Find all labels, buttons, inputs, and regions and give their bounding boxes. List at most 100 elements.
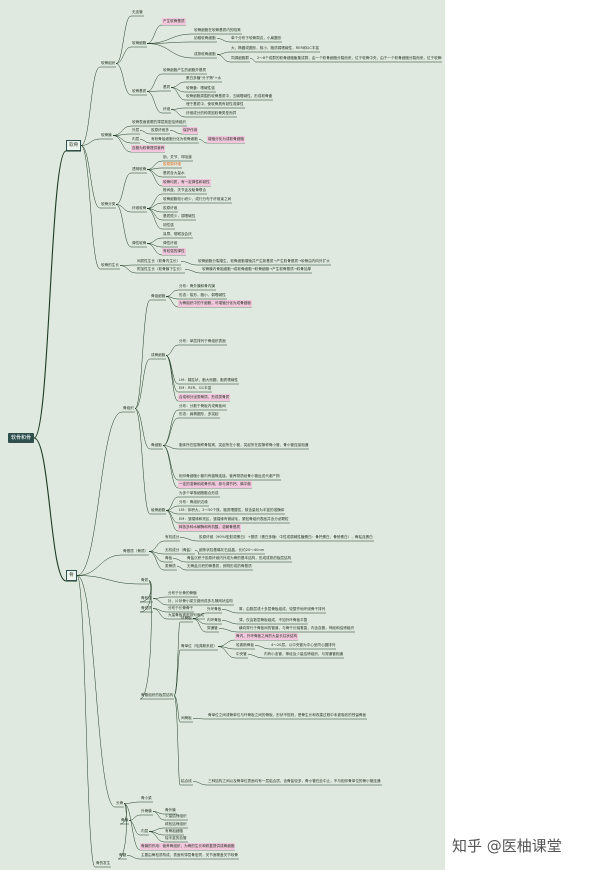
mindmap-node-n1b4b[interactable]: 同源细胞群 <box>231 56 249 60</box>
mindmap-node-n6[interactable]: 骨基质（骨质） <box>123 549 149 553</box>
mindmap-node-n3a3[interactable]: 基质含大量水 <box>163 171 185 175</box>
mindmap-node-n8b2a[interactable]: 4～20层，以中央管为中心呈同心圆排列 <box>271 643 336 647</box>
mindmap-node-n8a1a[interactable]: 厚，由数层或十多层骨板组成，较整齐地环绕骨干排列 <box>239 607 326 611</box>
mindmap-node-n3b1[interactable]: 椎间盘、关节盂及耻骨联合 <box>163 188 207 192</box>
mindmap-node-n8a2a[interactable]: 薄，仅由数层骨板组成，不如外环骨板平整 <box>239 618 308 622</box>
mindmap-node-n7b2[interactable]: 大量骨板紧密排列而成 <box>168 613 204 617</box>
mindmap-node-n8d1[interactable]: 三种结构之间以及骨单位表面均有一层粘合质，含骨盐较多，骨小管在此中止，不与相邻骨… <box>208 779 381 783</box>
mindmap-node-n6a[interactable]: 有机成分 <box>165 535 180 539</box>
mindmap-node-n5c5[interactable]: 一定的溶骨和成骨作用，参与调节钙、磷平衡 <box>178 481 252 488</box>
mindmap-node-n4b[interactable]: 附加性生长（软骨膜下生长） <box>137 267 184 271</box>
mindmap-node-n2b1[interactable]: 胶原纤维多 <box>151 128 169 132</box>
mindmap-node-n8a1[interactable]: 外环骨板 <box>207 607 222 611</box>
mindmap-node-n5b[interactable]: 成骨细胞 <box>151 353 166 357</box>
mindmap-node-n5a1[interactable]: 分布：骨外膜和骨内膜 <box>179 284 215 288</box>
mindmap-node-n8c1[interactable]: 骨单位之间或骨单位与环骨板之间的骨板，形状不规则，是骨生长和改建过程中未被吸收的… <box>208 713 367 717</box>
mindmap-node-n3a[interactable]: 透明软骨 <box>132 167 147 171</box>
mindmap-node-n5b2[interactable]: LM：矮柱状，胞大而圆，胞质嗜碱性 <box>179 378 239 382</box>
mindmap-node-n6c1[interactable]: 骨盐沉积于胶原纤维内外成为骨的基本结构，形成成熟的板层结构 <box>187 556 292 560</box>
mindmap-node-n3b4[interactable]: 基质很少，弱嗜碱性 <box>163 214 196 218</box>
mindmap-node-n5d1[interactable]: 为多个单核细胞融合形成 <box>179 491 219 495</box>
mindmap-node-n1[interactable]: 软骨组织 <box>101 61 116 65</box>
mindmap-node-n7a2[interactable]: 针、片状骨小梁交错而成多孔隙网状结构 <box>168 599 233 603</box>
mindmap-node-n3c[interactable]: 弹性软骨 <box>132 241 147 245</box>
mindmap-node-n1b4[interactable]: 成熟软骨细胞 <box>194 52 216 56</box>
mindmap-node-n5b4[interactable]: 合成和分泌类骨质，形成类骨质 <box>178 394 231 401</box>
mindmap-node-n5d2[interactable]: 分布：骨组织边缘 <box>179 500 208 504</box>
mindmap-node-n8a3[interactable]: 穿通管 <box>207 626 218 630</box>
mindmap-node-n3a2[interactable]: 胶原原纤维 <box>163 162 181 166</box>
mindmap-node-n2c[interactable]: 内层 <box>132 137 140 141</box>
mindmap-node-n2a[interactable]: 软骨表面被覆的薄层致密结缔组织 <box>132 120 186 124</box>
mindmap-node-n8b2[interactable]: 哈弗斯骨板 <box>236 643 254 647</box>
mindmap-node-n1c[interactable]: 软骨基质 <box>132 89 147 93</box>
mindmap-node-n10[interactable]: 骨的发生 <box>96 861 111 865</box>
mindmap-node-n5a2[interactable]: 形态：梭形，胞小，弱嗜碱性 <box>179 293 226 297</box>
mindmap-node-n3c3[interactable]: 有较强的弹性 <box>162 248 186 255</box>
mindmap-node-n1a[interactable]: 无血管 <box>132 10 143 14</box>
mindmap-node-n9b2[interactable]: 内层 <box>141 829 149 833</box>
mindmap-node-n7a1[interactable]: 分布于长骨的骨骺 <box>168 591 197 595</box>
mindmap-node-n1b4a[interactable]: 大，椭圆或圆形，核小，胞质弱嗜碱性，RER和GC丰富 <box>231 46 320 50</box>
mindmap-node-n3b2[interactable]: 软骨细胞较小而少，成行分布于纤维束之间 <box>163 197 232 201</box>
mindmap-node-n5c3[interactable]: 胞体所在腔隙称骨陷窝，突起所在小管，突起所在腔隙称骨小管，骨小管连接相通 <box>179 443 309 447</box>
mindmap-node-n4[interactable]: 软骨的生长 <box>101 263 119 267</box>
mindmap-node-n5a[interactable]: 骨祖细胞 <box>151 294 166 298</box>
mindmap-node-n1c2b[interactable]: 软骨囊：嗜碱性强 <box>186 86 215 90</box>
mindmap-node-n3a4[interactable]: 软骨均质，有一定弹性和韧性 <box>162 179 211 186</box>
mindmap-node-n1b2[interactable]: 软骨细胞在软骨基质内的陷窝 <box>194 28 241 32</box>
mindmap-node-n7b1[interactable]: 分布于长骨骨干 <box>168 606 194 610</box>
mindmap-node-n3c1[interactable]: 耳廓、咽喉及会厌 <box>163 232 192 236</box>
mindmap-node-n9d1[interactable]: 主要由骨松质构成，表面有薄层骨密质，关节面覆盖关节软骨 <box>141 853 239 857</box>
mindmap-node-n8b1[interactable]: 骨内，外环骨板之间的大量长柱状结构 <box>235 633 299 640</box>
mindmap-node-n9b2b[interactable]: 有骨祖细胞 <box>165 829 183 833</box>
mindmap-node-n7[interactable]: 骨质 <box>141 578 149 582</box>
mindmap-node-n8c[interactable]: 间骨板 <box>181 716 192 720</box>
mindmap-node-n4a[interactable]: 间质性生长（软骨内生长） <box>137 259 181 263</box>
mindmap-node-n9b[interactable]: 骨膜 <box>121 818 129 822</box>
mindmap-node-n5c1[interactable]: 分布：分散于骨板内或骨板间 <box>179 404 226 408</box>
mindmap-node-n1c2[interactable]: 基质 <box>163 85 171 89</box>
mindmap-node-n9b1[interactable]: 外骨膜 <box>141 809 152 813</box>
mindmap-node-n9b2c[interactable]: 较丰富的血管 <box>165 836 187 840</box>
mindmap-node-n1c3a[interactable]: 埋于基质中，使软骨具有韧性或弹性 <box>186 102 244 106</box>
mindmap-node-n2b2[interactable]: 保护作用 <box>182 127 199 134</box>
mindmap-node-n1b3a[interactable]: 单个分布于软骨周边，小扁圆形 <box>231 36 282 40</box>
mindmap-node-n8b3a[interactable]: 内有小血管，神经及少量结缔组织，与穿通管相通 <box>264 652 344 656</box>
mindmap-node-n5[interactable]: 骨组织 <box>123 406 134 410</box>
mindmap-node-n9[interactable]: 长骨 <box>116 801 124 805</box>
mindmap-node-n3b5[interactable]: 韧性强 <box>163 223 174 227</box>
mindmap-node-n9c[interactable]: 骨膜的作用：营养骨组织，为骨的生长和修复提供成骨细胞 <box>140 843 236 850</box>
mindmap-node-n7a[interactable]: 骨松质 <box>141 596 152 600</box>
mindmap-node-n9b1b[interactable]: 少量结缔组织 <box>165 814 187 818</box>
mindmap-node-n6d[interactable]: 类骨质 <box>165 564 176 568</box>
mindmap-node-n5c2[interactable]: 形态：扁椭圆形，多突起 <box>179 412 219 416</box>
mindmap-node-n8[interactable]: 骨骼组织的板层结构 <box>141 693 174 697</box>
mindmap-node-n5a3[interactable]: 为骨组织中的干细胞，可增殖分化为成骨细胞 <box>178 300 252 307</box>
mindmap-node-n2c1[interactable]: 有软骨祖细胞分化为软骨细胞 <box>151 137 198 141</box>
mindmap-node-n6a1[interactable]: 胶原纤维（90%I型胶原蛋白）+基质（蛋白多糖：中性或弱碱性糖蛋白：骨钙蛋白、骨… <box>199 535 373 539</box>
mindmap-node-n5c[interactable]: 骨细胞 <box>151 443 162 447</box>
mindmap-node-n4b1[interactable]: 软骨膜内骨祖细胞→成软骨细胞→软骨细胞→产生软骨基质→软骨加厚 <box>202 267 312 271</box>
mindmap-node-n1c3[interactable]: 纤维 <box>163 107 171 111</box>
mindmap-node-n9b2a[interactable]: 疏松结缔组织 <box>165 822 187 826</box>
mindmap-node-n8b[interactable]: 骨单位（哈弗斯系统） <box>181 644 217 648</box>
mindmap-node-n3a1[interactable]: 肋、关节、呼吸道 <box>163 155 192 159</box>
mindmap-node-n9a[interactable]: 骨小梁 <box>141 796 152 800</box>
mindmap-node-n3c2[interactable]: 弹性纤维 <box>163 241 178 245</box>
mindmap-node-n2b[interactable]: 外层 <box>132 128 140 132</box>
mindmap-node-n2c2[interactable]: 增殖分化为成软骨细胞 <box>207 136 245 143</box>
mindmap-node-n6c[interactable]: 骨板 <box>165 556 173 560</box>
mindmap-node-n8a2[interactable]: 内环骨板 <box>207 618 222 622</box>
mindmap-node-n1b[interactable]: 软骨细胞 <box>132 41 147 45</box>
mindmap-node-n8d[interactable]: 粘合线 <box>181 779 192 783</box>
mindmap-node-root[interactable]: 软骨和骨 <box>8 433 35 443</box>
mindmap-node-n9d[interactable]: 骨髓 <box>119 853 127 857</box>
mindmap-node-n5d3[interactable]: LM：体积大，2～50个核，胞质嗜酸性，核含量较为丰富的溶酶体 <box>179 508 285 512</box>
mindmap-node-n3b[interactable]: 纤维软骨 <box>132 206 147 210</box>
mindmap-node-n8a3a[interactable]: 横向穿行于骨板间的管道，与骨干长轴垂直，内含血管，神经和结缔组织 <box>239 626 354 630</box>
mindmap-node-b_bone[interactable]: 骨 <box>66 570 77 581</box>
mindmap-node-n5d4[interactable]: EM：皱褶缘和亮区，皱褶缘有微绒毛，紧贴骨组织表面并含分泌颗粒 <box>179 517 289 521</box>
mindmap-node-n1b4c[interactable]: 2～8个成群的软骨细胞聚集成群，由一个软骨细胞分裂而来，位于软骨中央，由于一个软… <box>257 56 442 60</box>
mindmap-node-n6b[interactable]: 无机成分（骨盐） <box>165 548 194 552</box>
